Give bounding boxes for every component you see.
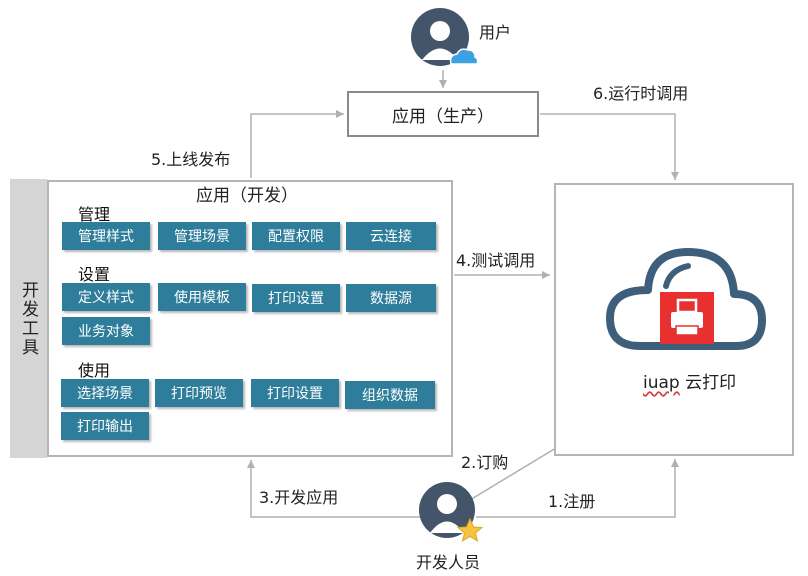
chip-config-permission: 配置权限 <box>252 222 340 250</box>
flow-label-register: 1.注册 <box>548 492 596 511</box>
user-label: 用户 <box>479 23 512 42</box>
section-title-usage: 使用 <box>78 361 111 380</box>
developer-avatar-star-icon <box>419 482 484 543</box>
chip-select-scene: 选择场景 <box>61 379 149 407</box>
flow-label-subscribe: 2.订购 <box>461 453 509 472</box>
dev-app-title: 应用（开发） <box>196 186 298 206</box>
cloud-print-label: iuap 云打印 <box>643 368 736 393</box>
developer-avatar <box>418 480 484 544</box>
flow-label-runtime-call: 6.运行时调用 <box>593 84 689 103</box>
cloud-icon <box>606 248 766 350</box>
chip-print-preview: 打印预览 <box>155 379 243 407</box>
flow-label-publish: 5.上线发布 <box>151 150 231 169</box>
chip-data-source: 数据源 <box>346 284 436 312</box>
arrow-register <box>476 459 679 518</box>
chip-use-template: 使用模板 <box>158 283 246 311</box>
cloud-print-text: 云打印 <box>685 373 737 393</box>
chip-print-output: 打印输出 <box>61 412 149 440</box>
dev-tools-bar: 开发工具 <box>10 179 47 458</box>
production-app-box: 应用（生产） <box>347 91 539 137</box>
dev-tools-label: 开发工具 <box>18 280 38 357</box>
iuap-brand-text: iuap <box>643 373 680 393</box>
cloud-graphic <box>604 246 768 352</box>
arrow-runtime-call <box>540 113 679 180</box>
chip-define-style: 定义样式 <box>62 283 150 311</box>
developer-label: 开发人员 <box>416 553 481 572</box>
printer-badge <box>660 292 714 344</box>
user-avatar-cloud-icon <box>411 8 479 66</box>
chip-organize-data: 组织数据 <box>345 381 435 409</box>
user-avatar <box>409 6 479 68</box>
arrow-develop <box>247 460 420 518</box>
chip-print-settings-1: 打印设置 <box>252 284 340 312</box>
chip-manage-scene: 管理场景 <box>158 222 246 250</box>
arrow-publish <box>250 110 344 178</box>
section-title-manage: 管理 <box>78 205 111 224</box>
section-title-settings: 设置 <box>78 265 111 284</box>
chip-manage-style: 管理样式 <box>62 222 150 250</box>
chip-print-settings-2: 打印设置 <box>251 379 339 407</box>
flow-label-test-call: 4.测试调用 <box>456 251 536 270</box>
printer-icon <box>660 292 714 344</box>
chip-business-object: 业务对象 <box>62 317 150 345</box>
flow-label-develop: 3.开发应用 <box>259 488 339 507</box>
chip-cloud-connect: 云连接 <box>346 222 436 250</box>
